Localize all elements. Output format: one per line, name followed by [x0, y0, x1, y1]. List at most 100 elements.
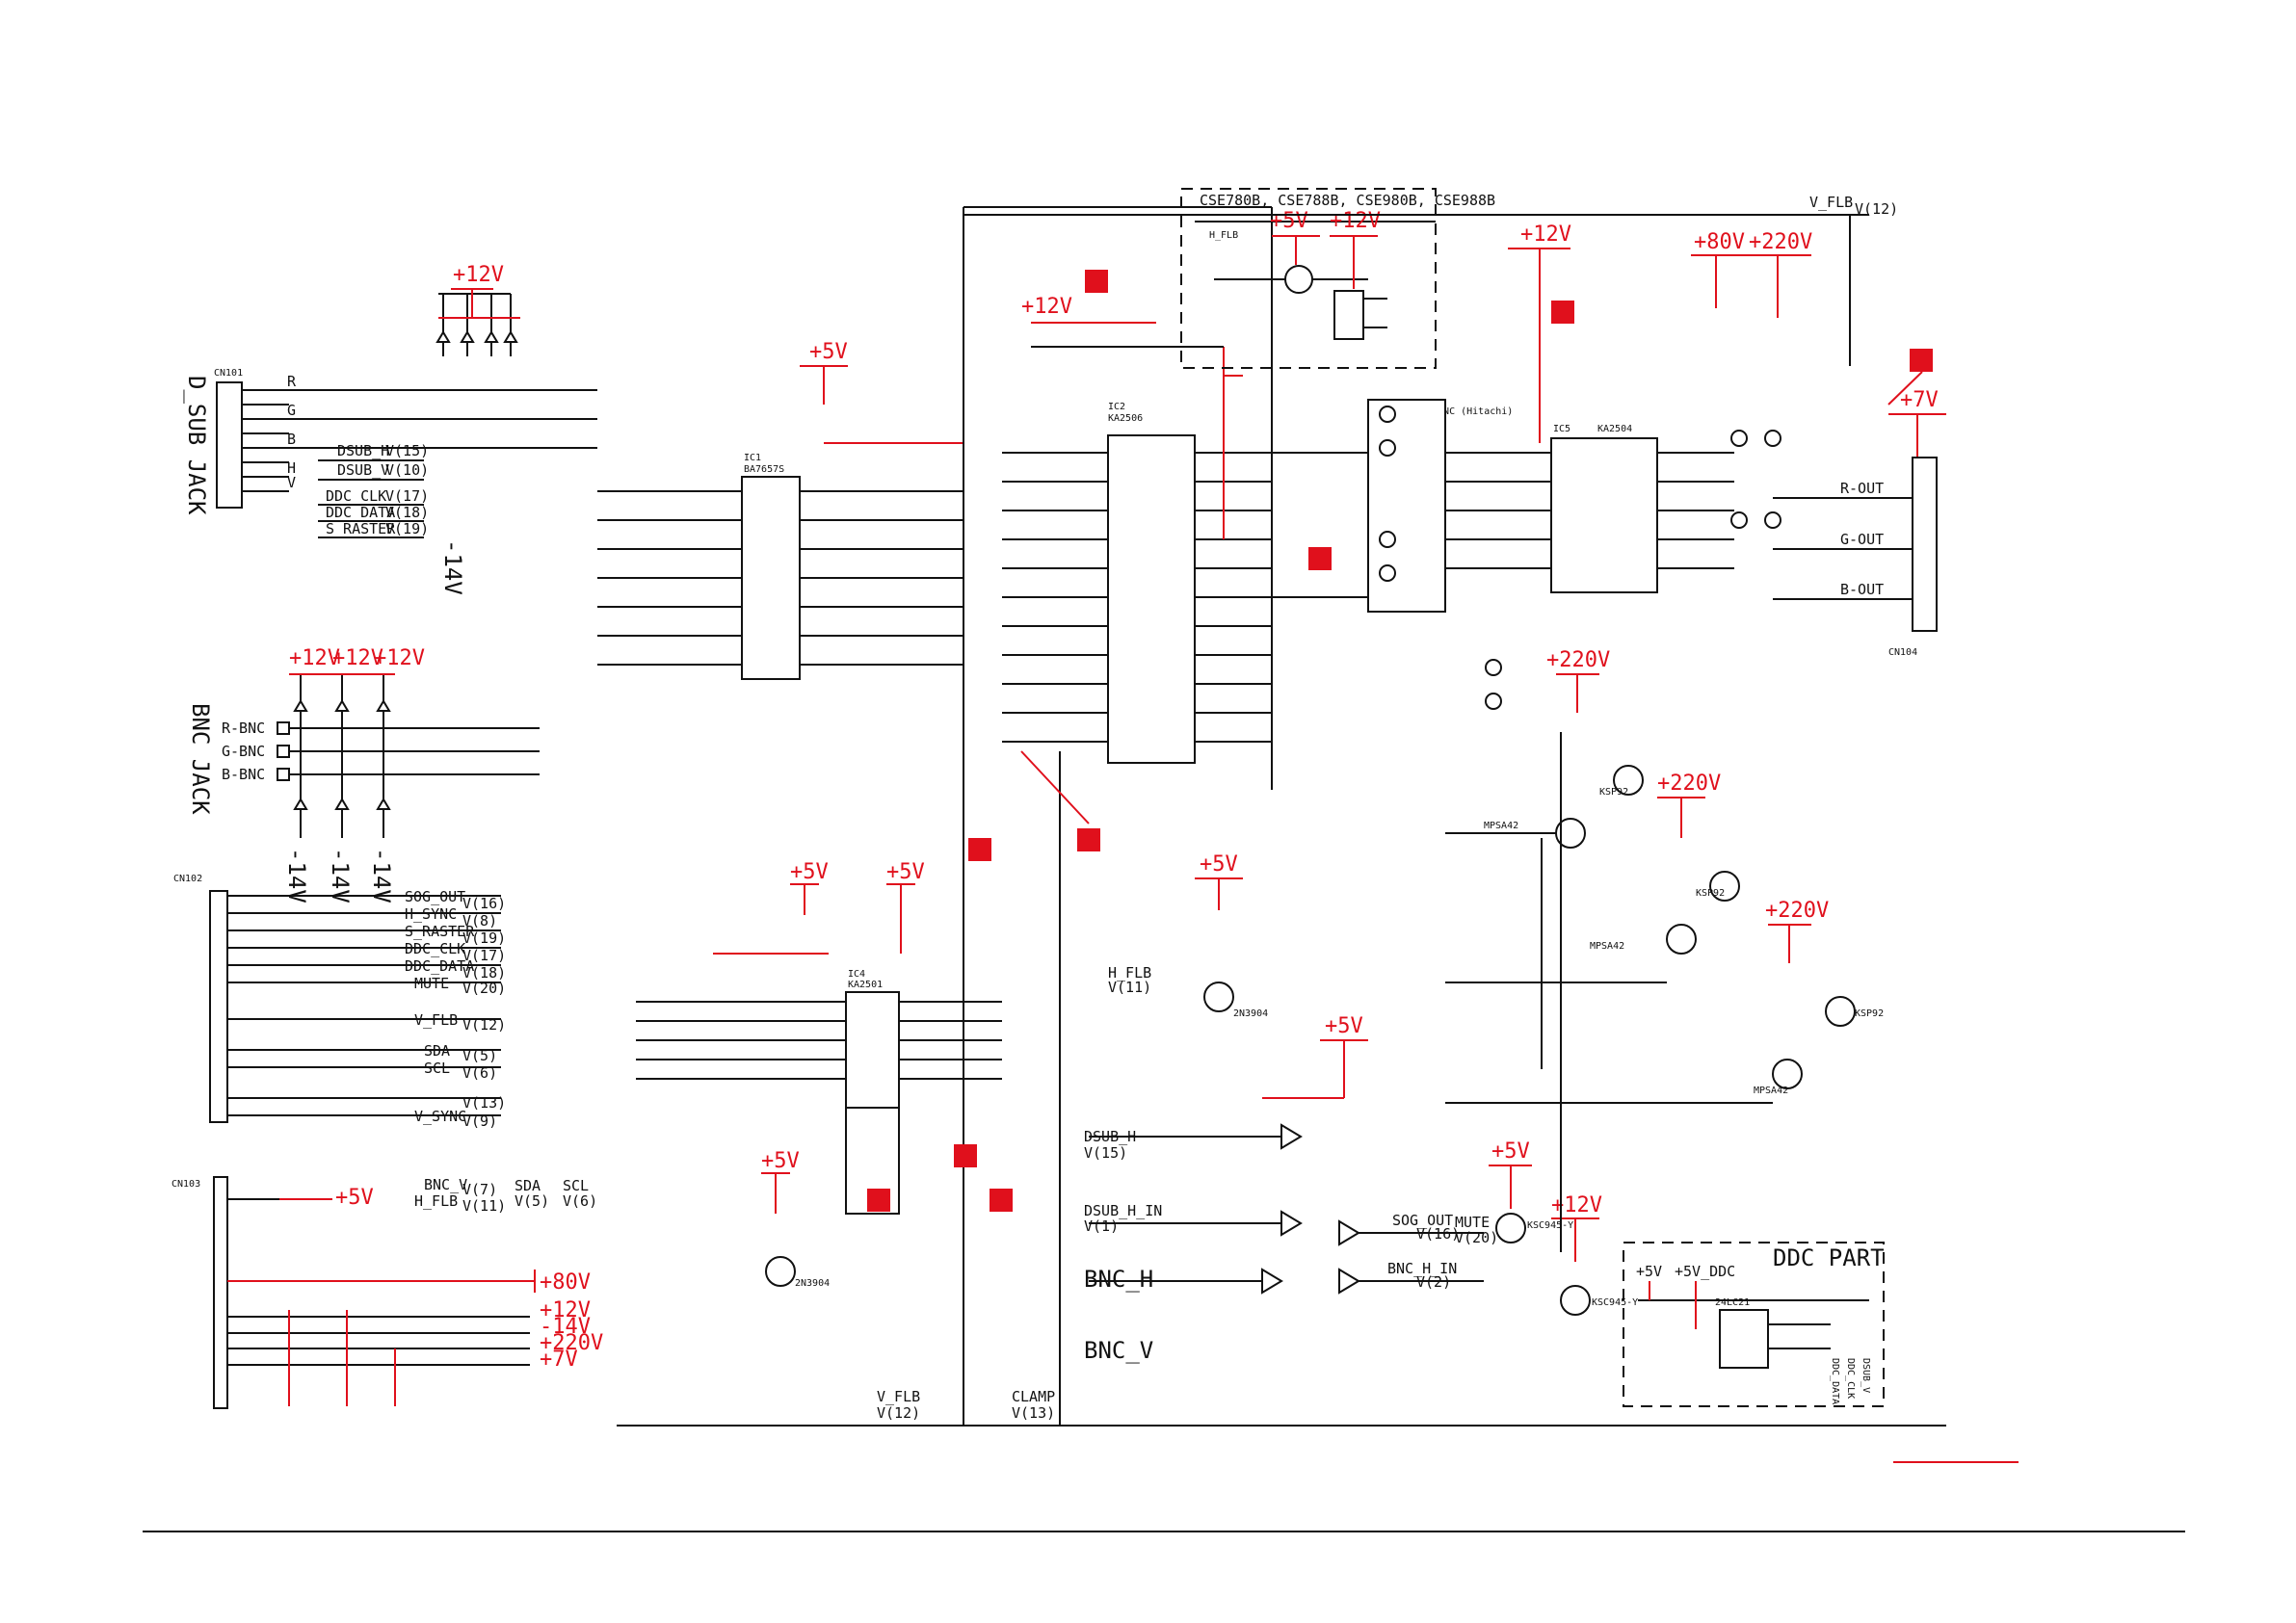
- cn102-pin-ddcdata: V(18): [462, 964, 506, 982]
- pin-mute-mid: V(20): [1455, 1229, 1498, 1246]
- ddc-dsubv-label: DSUB_V: [1861, 1358, 1871, 1393]
- ddc-plus5v: +5V: [1636, 1263, 1662, 1280]
- rail-plus5v-gates: +5V: [1325, 1014, 1363, 1038]
- marker-1: [1085, 270, 1108, 293]
- rail-minus14v-c: -14V: [327, 848, 354, 903]
- ic1-switch: IC1 BA7657S: [597, 453, 963, 680]
- net-scl-lower: SCL: [563, 1177, 589, 1194]
- bnc-jack: BNC JACK R-BNC G-BNC B-BNC: [187, 674, 540, 838]
- rail-minus14v-d: -14V: [368, 848, 395, 903]
- net-clamp-bottom: CLAMP: [1012, 1388, 1055, 1405]
- cn102-net-ddcdata: DDC_DATA: [405, 957, 474, 975]
- ddc-plus5v-ddc: +5V_DDC: [1675, 1263, 1735, 1280]
- cn102-pin-mute: V(20): [462, 980, 506, 997]
- q-ksp92-3: KSP92: [1855, 1008, 1884, 1019]
- rail-plus12v-bnc2: +12V: [332, 646, 383, 670]
- rail-minus14v-b: -14V: [283, 848, 310, 903]
- pin-hflb-lower: V(11): [462, 1197, 506, 1215]
- rail-plus80v-out: +80V: [540, 1270, 591, 1295]
- pin-sda-lower: V(5): [515, 1192, 549, 1210]
- cn102-ref: CN102: [173, 874, 202, 884]
- rail-plus5v-mid: +5V: [1200, 852, 1238, 877]
- q103-transistor: [1560, 1285, 1591, 1316]
- dsub-h-label: H: [287, 459, 296, 477]
- q102-part: 2N3904: [1233, 1008, 1268, 1019]
- note-hitachi: #1 NC (Hitachi): [1426, 406, 1513, 417]
- cn102-net-mute: MUTE: [414, 975, 449, 992]
- rail-plus7v-out-b: +7V: [540, 1348, 578, 1372]
- cn102-pin-ddcclk: V(17): [462, 947, 506, 964]
- rail-plus12v-q103: +12V: [1551, 1193, 1602, 1217]
- crt-driver-stages: +220V +220V +220V MPSA42 KSP92 MPSA42 KS…: [1445, 648, 1884, 1252]
- pin-vflb-bottom: V(12): [877, 1404, 920, 1422]
- bnc-b-label: B-BNC: [222, 766, 265, 783]
- net-bnc-v: BNC_V: [1084, 1337, 1153, 1364]
- rail-plus5v-q104: +5V: [1491, 1139, 1530, 1164]
- cn104-connector: CN104 R-OUT G-OUT B-OUT: [1773, 457, 1938, 658]
- cn102-pin-vsync: V(9): [462, 1113, 497, 1130]
- cn102-connector: CN102 SOG_OUT V(16) H_SYNC V(8) S_RASTER…: [173, 874, 506, 1130]
- net-dsubh-in: DSUB_H_IN: [1084, 1202, 1162, 1219]
- cn101-ref: CN101: [214, 368, 243, 379]
- logic-gates: [1089, 1123, 1484, 1295]
- vflb-top-label: V_FLB: [1809, 194, 1853, 211]
- cn102-net-hsync: H_SYNC: [405, 905, 457, 923]
- rail-plus5v-ic4a: +5V: [790, 860, 829, 884]
- net-hflb-lower: H_FLB: [414, 1192, 458, 1210]
- rail-plus80v-top: +80V: [1694, 230, 1745, 254]
- rail-minus14v-a: -14V: [439, 539, 466, 595]
- rail-plus7v-out: +7V: [1900, 388, 1939, 412]
- marker-7: [954, 1144, 977, 1167]
- ic1-part: BA7657S: [744, 464, 784, 475]
- pin-dsub-ddcclk: V(17): [385, 487, 429, 505]
- cn102-pin-vflb: V(12): [462, 1016, 506, 1034]
- dsub-jack-title: D_SUB JACK: [183, 376, 210, 515]
- cn102-net-sda: SDA: [424, 1042, 450, 1060]
- rail-plus12v-out: +12V: [540, 1298, 591, 1322]
- net-vflb-bottom: V_FLB: [877, 1388, 920, 1405]
- pin-bnc-h-in: V(2): [1416, 1273, 1451, 1291]
- rail-plus12v-top: +12V: [1520, 223, 1571, 247]
- q103-part: KSC945-Y: [1592, 1297, 1638, 1308]
- net-dsub-v: DSUB_V: [337, 461, 389, 479]
- net-sda-lower: SDA: [515, 1177, 541, 1194]
- dsub-jack: D_SUB JACK CN101 R G B H V DSUB_H V(15) …: [183, 293, 597, 538]
- r-out-label: R-OUT: [1840, 480, 1884, 497]
- net-hflb-mid: H_FLB: [1108, 964, 1151, 982]
- cn102-net-sogout: SOG_OUT: [405, 888, 465, 905]
- rail-plus220v-b: +220V: [1657, 772, 1721, 796]
- q-mpsa42-2: MPSA42: [1590, 941, 1624, 952]
- g-out-label: G-OUT: [1840, 531, 1884, 548]
- pin-dsub-ddcdata: V(18): [385, 504, 429, 521]
- q-mpsa42-1: MPSA42: [1484, 821, 1518, 831]
- bnc-jack-title: BNC JACK: [187, 703, 214, 815]
- cn102-net-vflb: V_FLB: [414, 1011, 458, 1029]
- vflb-top-pin: V(12): [1855, 200, 1898, 218]
- rail-plus12v-model: +12V: [1330, 209, 1381, 233]
- cn102-net-sraster: S_RASTER: [405, 923, 475, 940]
- rail-plus220v-a: +220V: [1546, 648, 1610, 672]
- rail-plus12v-ic2: +12V: [1021, 295, 1072, 319]
- net-dsub-ddcclk: DDC_CLK: [326, 487, 386, 505]
- q104-part: KSC945-Y: [1527, 1220, 1573, 1231]
- marker-2: [1551, 301, 1574, 324]
- marker-9: [990, 1189, 1013, 1212]
- cn102-pin-scl: V(6): [462, 1064, 497, 1082]
- callout-markers: [867, 270, 2019, 1463]
- net-dsub-h: DSUB_H: [337, 442, 389, 459]
- bnc-g-label: G-BNC: [222, 743, 265, 760]
- pin-sog-out: V(16): [1416, 1225, 1460, 1243]
- bnc-r-label: R-BNC: [222, 720, 265, 737]
- cn102-pin-sogout: V(16): [462, 895, 506, 912]
- rail-plus5v-q101: +5V: [761, 1149, 800, 1173]
- ddc-part-title: DDC PART: [1773, 1244, 1885, 1271]
- ic4-ref: IC4: [848, 969, 865, 980]
- cn102-net-scl: SCL: [424, 1060, 450, 1077]
- hflb-in-label: H_FLB: [1209, 230, 1238, 241]
- dsub-v-label: V: [287, 474, 296, 491]
- pin-scl-lower: V(6): [563, 1192, 597, 1210]
- cn102-net-ddcclk: DDC_CLK: [405, 940, 465, 957]
- cn104-ref: CN104: [1888, 647, 1917, 658]
- pin-hflb-mid: V(11): [1108, 979, 1151, 996]
- pin-dsubh-in: V(1): [1084, 1217, 1119, 1235]
